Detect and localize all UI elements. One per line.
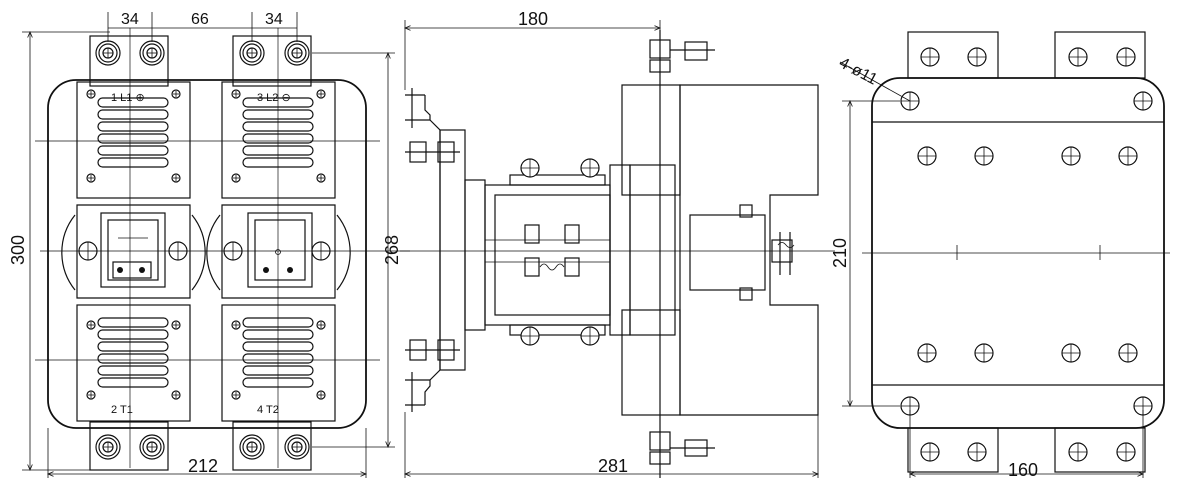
side-view: 180 281 xyxy=(400,9,835,478)
dim-pitch-right: 34 xyxy=(265,11,283,28)
terminal-label-2: 2 T1 xyxy=(111,404,133,416)
terminal-label-3: 3 L2 ⊖ xyxy=(257,92,291,104)
dim-width-160: 160 xyxy=(1008,460,1038,479)
arc-chute-t1 xyxy=(76,304,191,422)
front-housing xyxy=(47,79,367,429)
dim-depth-281: 281 xyxy=(598,456,628,476)
dim-width-212: 212 xyxy=(188,456,218,476)
dim-gap: 66 xyxy=(191,11,209,28)
front-view: 1 L1 ⊕ 3 L2 ⊖ 2 T1 4 T2 34 66 34 300 268… xyxy=(8,11,410,478)
terminal-label-1: 1 L1 ⊕ xyxy=(111,92,145,104)
side-coil-top xyxy=(621,84,681,196)
terminal-label-4: 4 T2 xyxy=(257,404,279,416)
dim-height-210: 210 xyxy=(830,238,850,268)
dim-pitch-left: 34 xyxy=(121,11,139,28)
arc-chute-l1 xyxy=(76,81,191,199)
dim-height-268: 268 xyxy=(382,235,402,265)
side-coil-bottom xyxy=(621,309,681,416)
side-yoke xyxy=(484,184,611,326)
arc-chute-t2 xyxy=(221,304,336,422)
dim-holes: 4-ø11 xyxy=(836,55,880,89)
dim-height-300: 300 xyxy=(8,235,28,265)
arc-chute-l2 xyxy=(221,81,336,199)
side-mount-plate xyxy=(439,129,466,371)
dim-width-180: 180 xyxy=(518,9,548,29)
aux-contact-left xyxy=(100,212,166,288)
top-view: 4-ø11 210 160 xyxy=(830,31,1170,480)
side-coil-box xyxy=(689,214,766,291)
